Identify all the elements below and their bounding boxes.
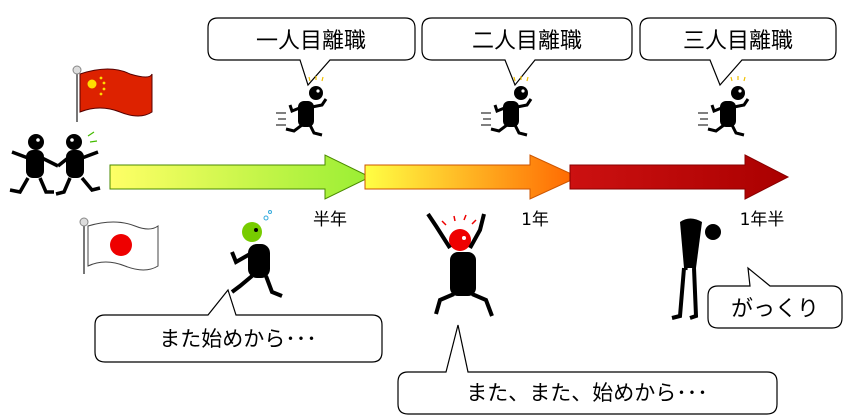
callout-third-quit-text: 三人目離職 — [683, 29, 793, 54]
japan-flag-icon — [79, 217, 159, 274]
callout-dejected: がっくり — [707, 266, 843, 329]
callout-start-again-again-text: また、また、始めから･･･ — [466, 381, 708, 405]
running-figure-icon-3 — [696, 74, 750, 137]
dejected-figure-icon — [671, 218, 721, 320]
frustrated-figure-icon — [426, 212, 494, 317]
timeline-arrows — [109, 154, 790, 200]
label-one-year: 1年 — [521, 210, 549, 230]
timeline-arrow-half-year — [109, 154, 372, 200]
running-figure-icon-1 — [274, 74, 328, 137]
callout-dejected-text: がっくり — [731, 297, 819, 322]
callout-start-again: また始めから･･･ — [94, 288, 383, 363]
handshake-figures-icon — [9, 131, 101, 196]
worried-figure-icon — [230, 210, 283, 298]
callout-start-again-again: また、また、始めから･･･ — [397, 324, 778, 415]
callout-second-quit: 二人目離職 — [421, 17, 633, 87]
callout-start-again-text: また始めから･･･ — [159, 327, 317, 351]
callout-first-quit: 一人目離職 — [207, 17, 416, 87]
label-half-year: 半年 — [313, 210, 347, 230]
callout-second-quit-text: 二人目離職 — [472, 29, 582, 54]
timeline-arrow-one-and-half-year — [569, 154, 790, 200]
callout-third-quit: 三人目離職 — [639, 17, 837, 87]
timeline-arrow-one-year — [364, 154, 580, 200]
china-flag-icon — [72, 65, 153, 122]
callout-first-quit-text: 一人目離職 — [256, 29, 366, 54]
running-figure-icon-2 — [479, 74, 533, 137]
label-one-and-half-year: 1年半 — [740, 210, 785, 230]
